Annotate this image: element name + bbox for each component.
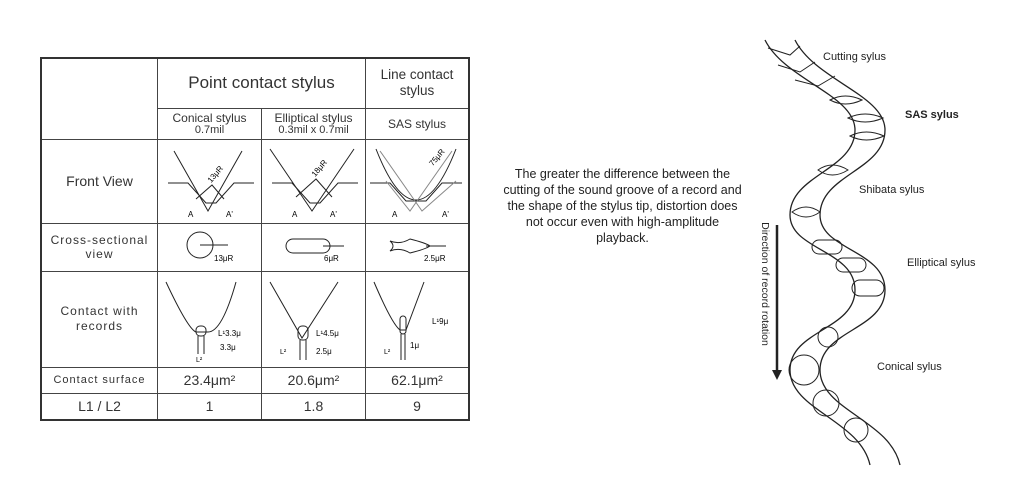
sas-stylus-shape <box>846 113 885 123</box>
front-view-diagram: 75μR A A' <box>370 147 462 219</box>
cross-section-conical: 13μR <box>157 222 262 272</box>
conical-stylus-shape <box>817 326 839 348</box>
label-cutting: Cutting sylus <box>823 51 886 63</box>
row-label-cross-section: Cross-sectional view <box>40 222 158 272</box>
l2-value: 3.3μ <box>220 343 236 352</box>
l2-value: 2.5μ <box>316 347 332 356</box>
label-sas: SAS sylus <box>905 109 959 121</box>
shibata-stylus-shape <box>817 164 849 176</box>
label-shibata: Shibata sylus <box>859 184 925 196</box>
stylus-size: 0.7mil <box>194 123 225 136</box>
front-view-elliptical: 18μR A A' <box>261 138 366 224</box>
point-a-prime: A' <box>330 210 337 219</box>
l2-label: L² <box>280 349 287 356</box>
groove-left-wall <box>764 39 871 466</box>
contact-diagram: L¹3.3μ 3.3μ L² <box>165 281 241 364</box>
ratio-elliptical: 1.8 <box>261 392 366 421</box>
ratio-sas: 9 <box>365 392 470 421</box>
radius-label: 13μR <box>214 254 234 263</box>
oval-section: 6μR <box>285 238 344 263</box>
conical-stylus-shape <box>788 354 820 386</box>
surface-sas: 62.1μm² <box>365 366 470 394</box>
point-a-prime: A' <box>226 210 233 219</box>
sas-header: SAS stylus <box>365 107 470 140</box>
front-view-diagram: 18μR A A' <box>269 148 358 219</box>
cross-section-elliptical: 6μR <box>261 222 366 272</box>
radius-label: 2.5μR <box>424 254 446 263</box>
label-elliptical: Elliptical sylus <box>907 257 976 269</box>
point-a-prime: A' <box>442 210 449 219</box>
l1-label: L¹9μ <box>432 317 449 326</box>
elliptical-stylus-shape <box>811 239 843 255</box>
radius-label: 6μR <box>324 254 339 263</box>
conical-stylus-shape <box>812 389 840 417</box>
contact-conical: L¹3.3μ 3.3μ L² <box>157 270 262 368</box>
stylus-name: Conical stylus <box>172 110 247 125</box>
conical-stylus-shape <box>843 417 869 443</box>
circle-section: 13μR <box>186 231 234 263</box>
direction-arrow <box>772 225 782 380</box>
cutting-stylus-shape <box>794 75 836 87</box>
cutting-stylus-shape <box>767 45 801 56</box>
stylus-name: Elliptical stylus <box>274 110 353 125</box>
l2-value: 1μ <box>410 341 419 350</box>
sas-section: 2.5μR <box>389 238 446 263</box>
l2-label: L² <box>196 357 203 364</box>
ratio-conical: 1 <box>157 392 262 421</box>
front-view-sas: 75μR A A' <box>365 138 470 224</box>
point-contact-header: Point contact stylus <box>157 57 366 109</box>
direction-label: Direction of record rotation <box>759 222 771 346</box>
stylus-size: 0.3mil x 0.7mil <box>278 123 349 136</box>
sas-stylus-shape <box>828 95 864 105</box>
label-conical: Conical sylus <box>877 361 942 373</box>
elliptical-stylus-shape <box>835 257 867 273</box>
point-a: A <box>292 210 298 219</box>
elliptical-stylus-shape <box>851 279 885 297</box>
point-a: A <box>188 210 194 219</box>
sas-stylus-shape <box>848 131 886 141</box>
stylus-name: SAS stylus <box>387 116 447 131</box>
l2-label: L² <box>384 349 391 356</box>
point-a: A <box>392 210 398 219</box>
l1-label: L¹4.5μ <box>316 329 339 338</box>
stylus-comparison-table: Point contact stylus Line contact stylus… <box>40 57 470 421</box>
description-text: The greater the difference between the c… <box>503 167 742 245</box>
row-label-contact: Contact with records <box>40 270 158 368</box>
contact-diagram: L¹4.5μ 2.5μ L² <box>269 281 339 360</box>
contact-sas: L¹9μ 1μ L² <box>365 270 470 368</box>
row-label-ratio: L1 / L2 <box>40 392 158 421</box>
l1-label: L¹3.3μ <box>218 329 241 338</box>
row-label-front-view: Front View <box>40 138 158 224</box>
contact-diagram: L¹9μ 1μ L² <box>373 281 449 360</box>
shibata-stylus-shape <box>791 206 821 218</box>
cutting-stylus-shape <box>777 61 816 73</box>
front-view-diagram: 13μR A A' <box>168 150 254 219</box>
